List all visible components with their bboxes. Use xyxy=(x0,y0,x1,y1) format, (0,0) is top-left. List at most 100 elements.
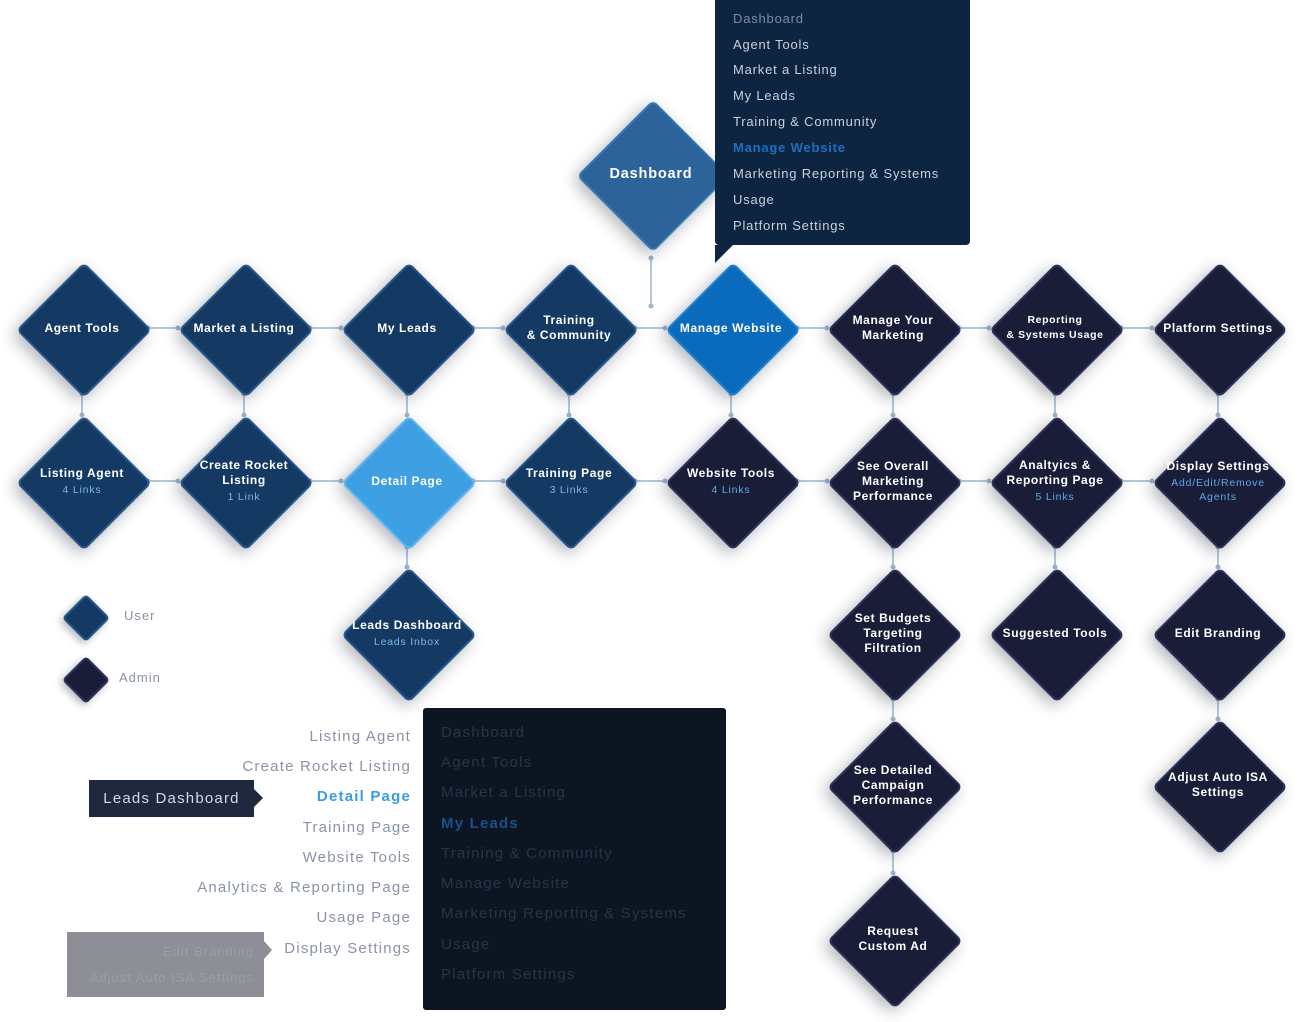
submenu-item-edit-branding[interactable]: Edit Branding xyxy=(162,944,254,959)
nav2-item-training-community[interactable]: Training & Community xyxy=(441,845,613,862)
nav2-item-marketing-reporting[interactable]: Marketing Reporting & Systems xyxy=(441,905,687,922)
node-sublabel: 4 Links xyxy=(62,483,102,496)
page-item-detail-page[interactable]: Detail Page xyxy=(316,788,411,805)
node-label: Reporting & Systems Usage xyxy=(1006,314,1104,341)
node-label: Adjust Auto ISA Settings xyxy=(1168,770,1268,799)
node-suggested-tools[interactable]: Suggested Tools xyxy=(989,567,1125,703)
nav-item-my-leads[interactable]: My Leads xyxy=(733,88,796,103)
node-detail-page[interactable]: Detail Page xyxy=(341,415,477,551)
node-text: Adjust Auto ISA Settings xyxy=(1168,770,1268,800)
page-item-website-tools[interactable]: Website Tools xyxy=(302,849,411,866)
nav-item-training-community[interactable]: Training & Community xyxy=(733,114,878,129)
node-text: Dashboard xyxy=(609,165,693,182)
node-label: Manage Website xyxy=(679,320,783,335)
node-analytics-reporting[interactable]: Analtyics & Reporting Page 5 Links xyxy=(989,415,1125,551)
page-item-create-rocket[interactable]: Create Rocket Listing xyxy=(242,758,411,775)
nav2-item-manage-website[interactable]: Manage Website xyxy=(441,875,571,892)
node-label: Request Custom Ad xyxy=(858,924,928,953)
node-text: Agent Tools xyxy=(44,321,119,336)
node-label: Set Budgets Targeting Filtration xyxy=(854,610,932,655)
node-label: Manage Your Marketing xyxy=(852,313,934,342)
node-label: Market a Listing xyxy=(193,320,295,335)
node-label: Platform Settings xyxy=(1163,320,1273,335)
node-label: Training & Community xyxy=(526,313,612,342)
node-overall-performance[interactable]: See Overall Marketing Performance xyxy=(827,415,963,551)
node-label: Agent Tools xyxy=(44,320,120,335)
node-sublabel: Add/Edit/Remove Agents xyxy=(1171,476,1265,503)
node-text: Detail Page xyxy=(371,474,442,489)
nav2-item-dashboard[interactable]: Dashboard xyxy=(441,724,526,741)
node-agent-tools[interactable]: Agent Tools xyxy=(16,262,152,398)
nav-item-marketing-reporting[interactable]: Marketing Reporting & Systems xyxy=(733,166,939,181)
node-label: Display Settings xyxy=(1166,458,1270,473)
node-text: Reporting & Systems Usage xyxy=(1006,313,1103,343)
node-text: See Overall Marketing Performance xyxy=(853,459,933,504)
node-label: See Detailed Campaign Performance xyxy=(853,762,933,807)
nav2-item-market-listing[interactable]: Market a Listing xyxy=(441,784,567,801)
nav-item-usage[interactable]: Usage xyxy=(733,192,775,207)
node-text: My Leads xyxy=(377,321,437,336)
node-text: Training & Community xyxy=(527,313,612,343)
node-label: Training Page xyxy=(525,465,613,480)
node-manage-marketing[interactable]: Manage Your Marketing xyxy=(827,262,963,398)
legend-user-label: User xyxy=(124,608,156,623)
nav-item-platform-settings[interactable]: Platform Settings xyxy=(733,218,846,233)
node-label: Leads Dashboard xyxy=(352,617,462,632)
node-label: Analtyics & Reporting Page xyxy=(1006,458,1104,487)
nav2-item-agent-tools[interactable]: Agent Tools xyxy=(441,754,533,771)
page-item-training-page[interactable]: Training Page xyxy=(302,819,411,836)
node-platform-settings[interactable]: Platform Settings xyxy=(1152,262,1288,398)
node-detailed-campaign[interactable]: See Detailed Campaign Performance xyxy=(827,719,963,855)
connector-dot xyxy=(648,255,654,261)
connector-dot xyxy=(648,303,654,309)
page-item-usage-page[interactable]: Usage Page xyxy=(316,909,411,926)
node-text: Market a Listing xyxy=(194,321,295,336)
node-label: Create Rocket Listing xyxy=(199,458,289,487)
page-item-analytics-reporting[interactable]: Analytics & Reporting Page xyxy=(197,879,411,896)
node-dashboard[interactable]: Dashboard xyxy=(576,99,730,253)
page-item-display-settings[interactable]: Display Settings xyxy=(284,940,411,957)
nav-item-market-listing[interactable]: Market a Listing xyxy=(733,62,838,77)
node-manage-website[interactable]: Manage Website xyxy=(665,262,801,398)
node-text: Manage Your Marketing xyxy=(853,313,934,343)
nav2-item-my-leads[interactable]: My Leads xyxy=(441,815,519,832)
node-sublabel: Leads Inbox xyxy=(373,635,440,648)
leads-dashboard-tooltip[interactable]: Leads Dashboard xyxy=(89,780,263,817)
submenu-item-adjust-isa[interactable]: Adjust Auto ISA Settings xyxy=(89,970,254,985)
tooltip-arrow xyxy=(254,789,263,807)
node-text: Platform Settings xyxy=(1163,321,1273,336)
node-listing-agent[interactable]: Listing Agent 4 Links xyxy=(16,415,152,551)
node-label: See Overall Marketing Performance xyxy=(853,458,933,503)
node-reporting-usage[interactable]: Reporting & Systems Usage xyxy=(989,262,1125,398)
node-label: Edit Branding xyxy=(1174,625,1262,640)
node-sublabel: 5 Links xyxy=(1035,491,1075,503)
nav2-item-usage[interactable]: Usage xyxy=(441,936,491,953)
nav2-item-platform-settings[interactable]: Platform Settings xyxy=(441,966,576,983)
node-my-leads[interactable]: My Leads xyxy=(341,262,477,398)
nav-item-manage-website[interactable]: Manage Website xyxy=(733,140,846,155)
node-label: Listing Agent xyxy=(39,465,124,480)
node-text: Request Custom Ad xyxy=(859,924,928,954)
node-edit-branding[interactable]: Edit Branding xyxy=(1152,567,1288,703)
node-request-ad[interactable]: Request Custom Ad xyxy=(827,873,963,1009)
node-set-budgets[interactable]: Set Budgets Targeting Filtration xyxy=(827,567,963,703)
node-adjust-isa[interactable]: Adjust Auto ISA Settings xyxy=(1152,719,1288,855)
nav-item-agent-tools[interactable]: Agent Tools xyxy=(733,37,810,52)
page-item-listing-agent[interactable]: Listing Agent xyxy=(309,728,411,745)
node-label: Suggested Tools xyxy=(1002,625,1108,640)
node-market-listing[interactable]: Market a Listing xyxy=(178,262,314,398)
node-text: Manage Website xyxy=(680,321,782,336)
main-nav-menu: Dashboard Agent Tools Market a Listing M… xyxy=(715,0,970,263)
node-training-community[interactable]: Training & Community xyxy=(503,262,639,398)
nav-item-dashboard[interactable]: Dashboard xyxy=(733,11,804,26)
node-label: Dashboard xyxy=(609,165,693,182)
node-text: See Detailed Campaign Performance xyxy=(853,763,933,808)
